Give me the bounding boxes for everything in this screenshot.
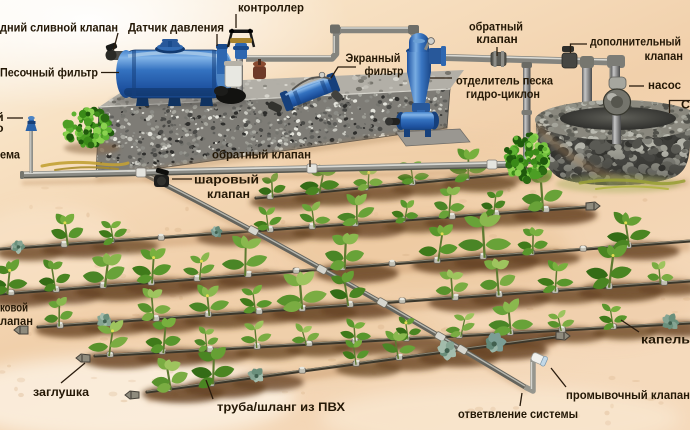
svg-text:шаровый: шаровый [194, 173, 259, 187]
svg-text:обратный: обратный [469, 20, 523, 34]
svg-text:гидро-циклон: гидро-циклон [466, 87, 540, 101]
svg-text:насос: насос [648, 78, 681, 92]
svg-text:Датчик давления: Датчик давления [128, 21, 224, 35]
svg-text:клапан: клапан [207, 187, 250, 201]
svg-text:клапан: клапан [645, 49, 684, 63]
svg-text:Экранный: Экранный [346, 51, 401, 65]
svg-text:Песочный фильтр: Песочный фильтр [0, 66, 98, 80]
svg-text:дний сливной клапан: дний сливной клапан [0, 21, 118, 35]
svg-text:капель: капель [641, 333, 690, 347]
svg-text:контроллер: контроллер [238, 1, 304, 15]
svg-text:отделитель песка: отделитель песка [456, 74, 553, 88]
svg-text:о: о [0, 121, 4, 135]
svg-text:ема: ема [0, 148, 20, 162]
svg-text:Си: Си [681, 98, 690, 112]
svg-text:обратный клапан: обратный клапан [212, 148, 311, 162]
svg-text:й: й [0, 110, 4, 124]
svg-text:лапан: лапан [0, 314, 33, 328]
svg-text:дополнительный: дополнительный [590, 35, 681, 49]
svg-text:фильтр: фильтр [365, 64, 404, 78]
svg-text:заглушка: заглушка [33, 385, 89, 399]
svg-text:ковой: ковой [0, 301, 28, 315]
svg-text:клапан: клапан [476, 32, 518, 46]
svg-text:ответвление системы: ответвление системы [458, 407, 578, 421]
svg-text:промывочный клапан: промывочный клапан [566, 388, 690, 402]
svg-text:труба/шланг из ПВХ: труба/шланг из ПВХ [217, 400, 346, 414]
